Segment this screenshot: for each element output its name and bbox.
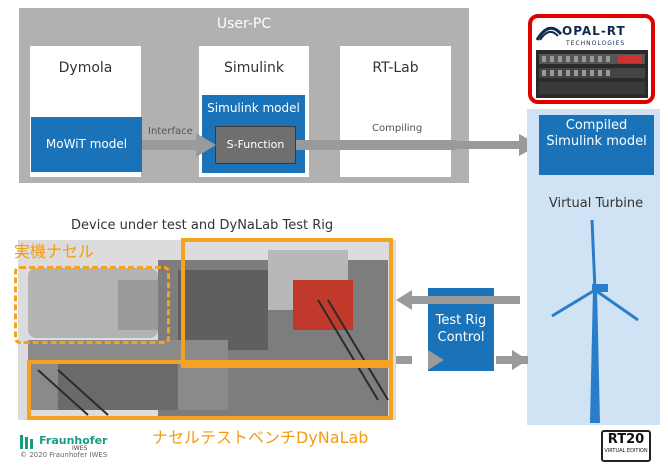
compiling-arrow [340, 141, 526, 149]
rtlab-title: RT-Lab [372, 60, 419, 76]
fraunhofer-logo: Fraunhofer [20, 430, 107, 449]
virtual-turbine-title: Virtual Turbine [548, 196, 644, 211]
interface-label: Interface [148, 126, 193, 137]
fraunhofer-name: Fraunhofer [39, 434, 108, 447]
rt20-sub: VIRTUAL EDITION [604, 448, 648, 454]
s-function-box: S-Function [215, 126, 296, 164]
fraunhofer-iwes: IWES [72, 445, 88, 452]
test-bench-label: ナセルテストベンチDyNaLab [152, 428, 369, 447]
simulink-model-label: Simulink model [207, 101, 300, 115]
dymola-title: Dymola [58, 60, 113, 76]
opal-rt-sub: TECHNOLOGIES [566, 40, 626, 47]
opal-rt-box: OPAL-RT TECHNOLOGIES [528, 14, 655, 104]
test-bench-outline [181, 238, 393, 368]
real-nacelle-label: 実機ナセル [14, 242, 95, 261]
rt20-badge: RT20 VIRTUAL EDITION [601, 430, 651, 462]
interface-arrow-head [196, 133, 216, 157]
test-rig-image [18, 240, 396, 420]
compiled-model-label: Compiled Simulink model [546, 118, 647, 149]
rtlab-box: RT-Lab [340, 46, 451, 177]
simulink-title: Simulink [223, 60, 285, 76]
compiling-label: Compiling [372, 123, 423, 134]
copyright: © 2020 Fraunhofer IWES [20, 451, 108, 459]
opal-rt-logo-icon [536, 26, 562, 41]
test-rig-control-label: Test Rig Control [435, 313, 487, 345]
test-bench-base-outline [27, 360, 393, 420]
opal-rt-brand: OPAL-RT [562, 24, 626, 38]
s-function-label: S-Function [226, 138, 285, 151]
test-rig-illustration [18, 240, 396, 420]
dut-title: Device under test and DyNaLab Test Rig [71, 218, 334, 233]
user-pc-title: User-PC [216, 16, 272, 32]
wind-turbine-icon [551, 219, 639, 423]
real-nacelle-outline [14, 266, 170, 344]
rt20-title: RT20 [607, 432, 645, 447]
control-arrows [396, 290, 528, 370]
mowit-model-label: MoWiT model [45, 137, 128, 151]
compiled-model-box: Compiled Simulink model [539, 115, 654, 175]
mowit-model-box: MoWiT model [31, 117, 142, 172]
fraunhofer-logo-icon [20, 434, 33, 449]
interface-arrow [142, 140, 202, 150]
simulator-hardware-icon [536, 50, 648, 98]
